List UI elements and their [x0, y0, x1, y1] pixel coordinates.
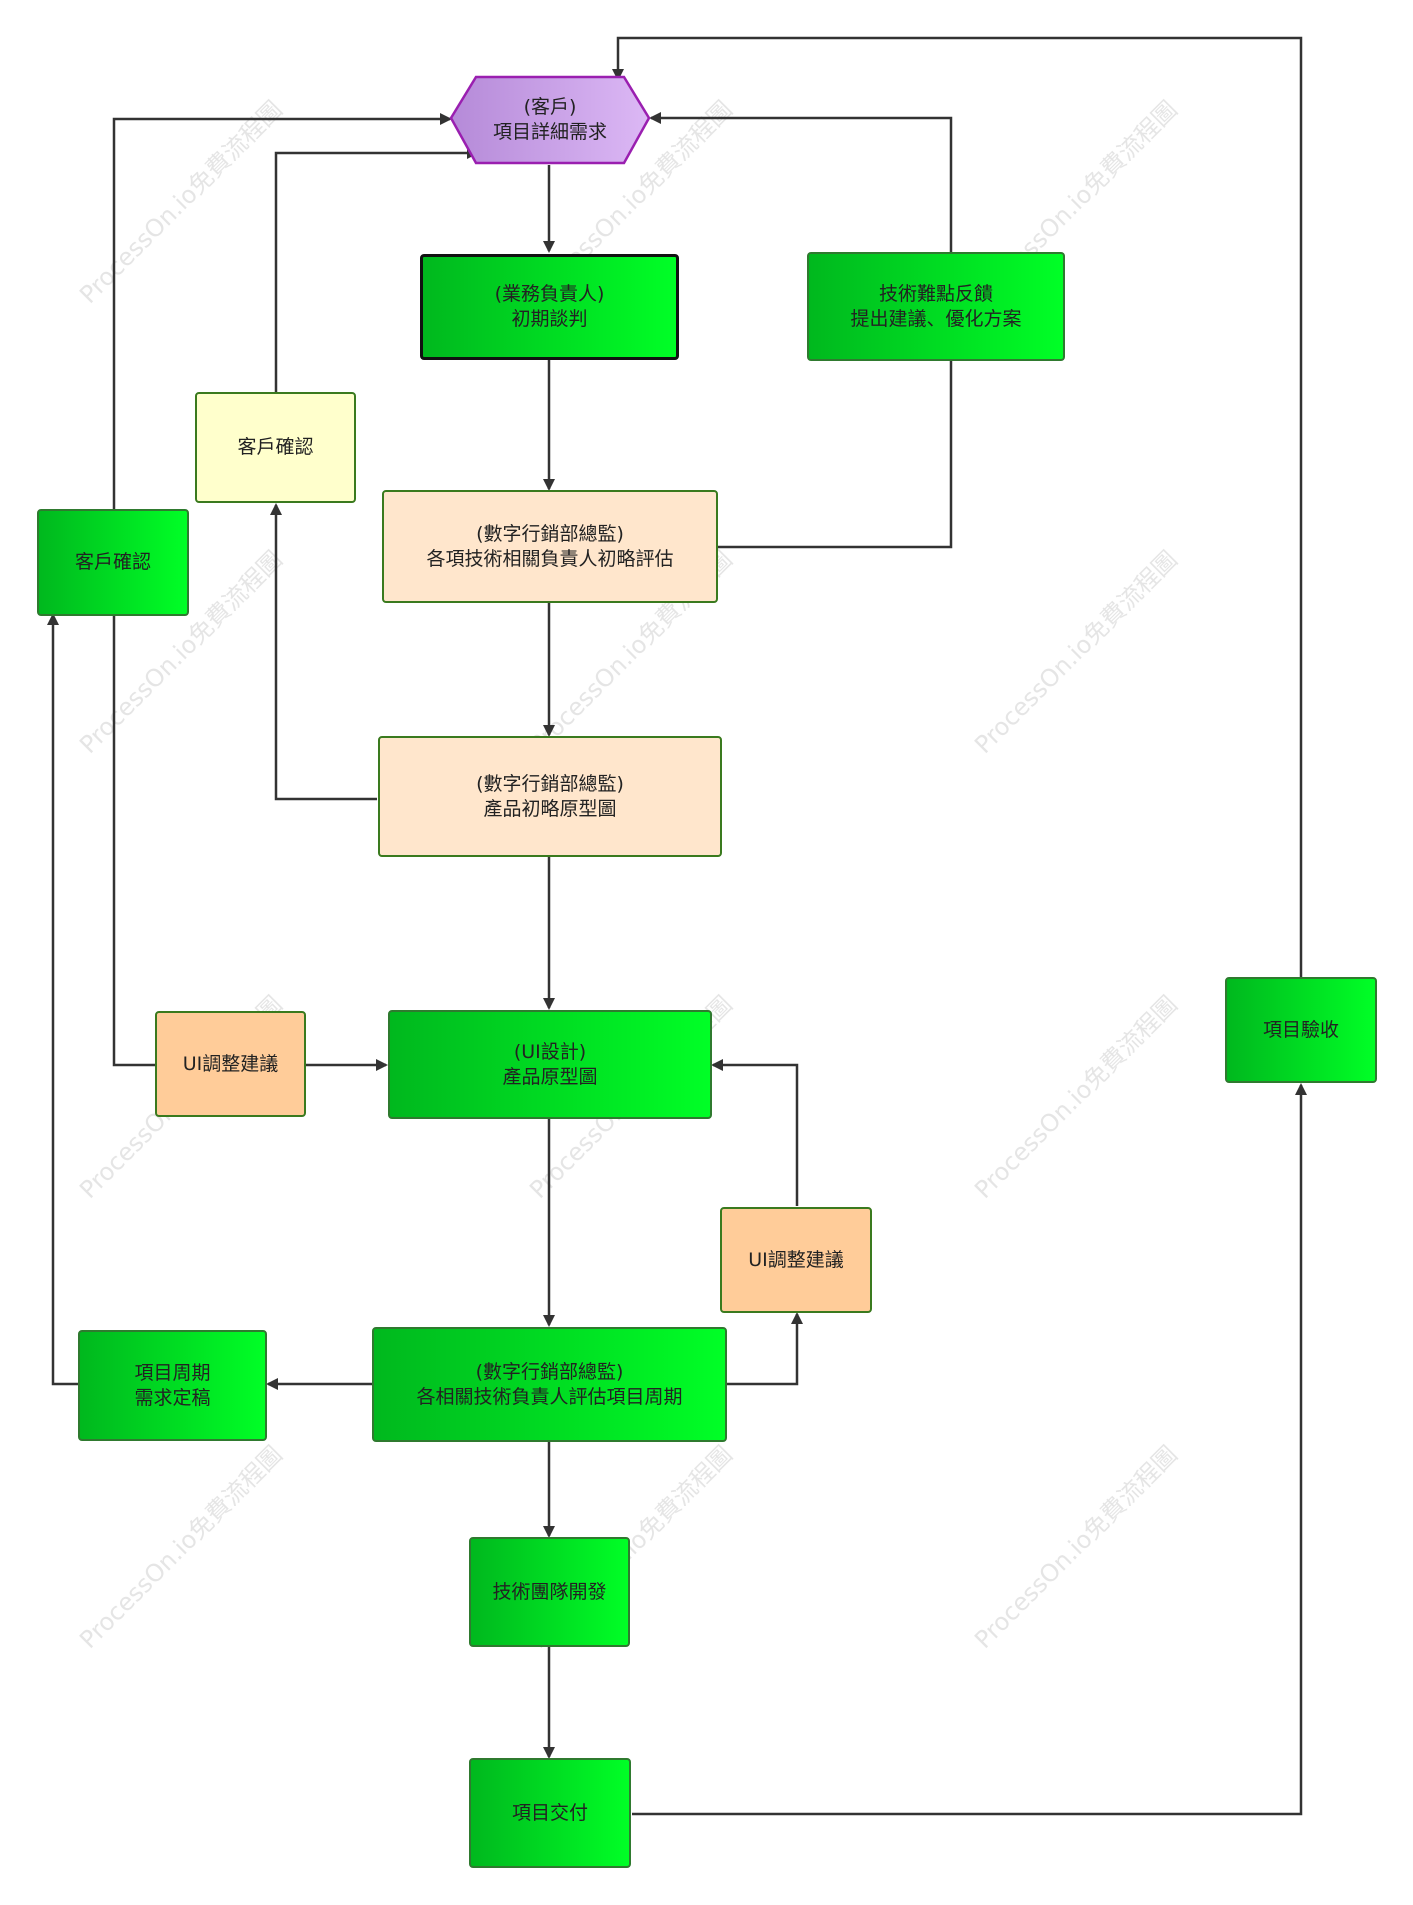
node-line-2: 需求定稿 [134, 1386, 211, 1409]
node-line-2: 各相關技術負責人評估項目周期 [416, 1385, 683, 1408]
node-line-1: 技術團隊開發 [492, 1580, 607, 1603]
edge-green-confirm-to-requirements [112, 113, 452, 509]
node-line-2: 提出建議、優化方案 [850, 307, 1022, 330]
node-project-delivery[interactable]: 項目交付 [469, 1758, 631, 1868]
node-tech-development[interactable]: 技術團隊開發 [469, 1537, 630, 1647]
edge-project-cycle-to-green-confirm [47, 613, 79, 1386]
node-initial-prototype[interactable]: (數字行銷部總監) 產品初略原型圖 [378, 736, 722, 857]
node-line-1: (UI設計) [513, 1040, 587, 1063]
node-line-2: 產品原型圖 [502, 1065, 598, 1088]
node-initial-negotiation[interactable]: (業務負責人) 初期談判 [420, 254, 679, 360]
edge-feedback-to-requirements [649, 112, 953, 252]
node-project-acceptance[interactable]: 項目驗收 [1225, 977, 1377, 1083]
node-line-1: 項目驗收 [1262, 1018, 1339, 1041]
node-cycle-assessment[interactable]: (數字行銷部總監) 各相關技術負責人評估項目周期 [372, 1327, 727, 1442]
node-client-confirm-green[interactable]: 客戶確認 [37, 509, 189, 616]
edge-acceptance-to-requirements [612, 36, 1303, 977]
node-line-2: 產品初略原型圖 [483, 797, 617, 820]
edge-prototype-to-confirm [270, 503, 377, 801]
node-initial-assessment[interactable]: (數字行銷部總監) 各項技術相關負責人初略評估 [382, 490, 718, 603]
node-line-1: (數字行銷部總監) [476, 772, 624, 795]
node-line-1: (數字行銷部總監) [475, 1360, 624, 1383]
node-client-requirements[interactable]: (客戶) 項目詳細需求 [460, 80, 640, 160]
node-line-1: (業務負責人) [494, 283, 605, 305]
node-line-1: UI調整建議 [182, 1052, 279, 1075]
edge-ui-adjust-left-to-green-confirm [112, 616, 155, 1067]
node-ui-design[interactable]: (UI設計) 產品原型圖 [388, 1010, 712, 1119]
node-line-1: 客戶確認 [237, 436, 314, 458]
node-tech-feedback[interactable]: 技術難點反饋 提出建議、優化方案 [807, 252, 1065, 361]
node-project-cycle[interactable]: 項目周期 需求定稿 [78, 1330, 267, 1441]
node-line-1: 客戶確認 [74, 551, 151, 573]
node-line-1: (數字行銷部總監) [476, 522, 624, 545]
node-line-1: 技術難點反饋 [878, 282, 993, 305]
node-line-2: 各項技術相關負責人初略評估 [426, 547, 674, 570]
edge-ui-adjust-right-to-ui-design [711, 1059, 799, 1206]
node-line-1: UI調整建議 [748, 1248, 844, 1271]
node-line-2: 項目詳細需求 [492, 121, 607, 143]
node-line-1: 項目周期 [134, 1361, 211, 1384]
node-line-2: 初期談判 [511, 308, 588, 330]
edge-assessment-to-feedback [717, 361, 953, 549]
edge-confirm-to-requirements [274, 147, 479, 392]
requirements-hexagon-shape [449, 75, 651, 165]
node-line-1: (客戶) [523, 96, 577, 118]
edge-cycle-assessment-to-ui-adjust-right [727, 1312, 803, 1386]
edge-delivery-to-acceptance [632, 1083, 1307, 1816]
node-ui-adjust-right[interactable]: UI調整建議 [720, 1207, 872, 1313]
node-client-confirm-yellow[interactable]: 客戶確認 [195, 392, 356, 503]
node-line-1: 項目交付 [511, 1801, 588, 1824]
node-ui-adjust-left[interactable]: UI調整建議 [155, 1011, 306, 1117]
